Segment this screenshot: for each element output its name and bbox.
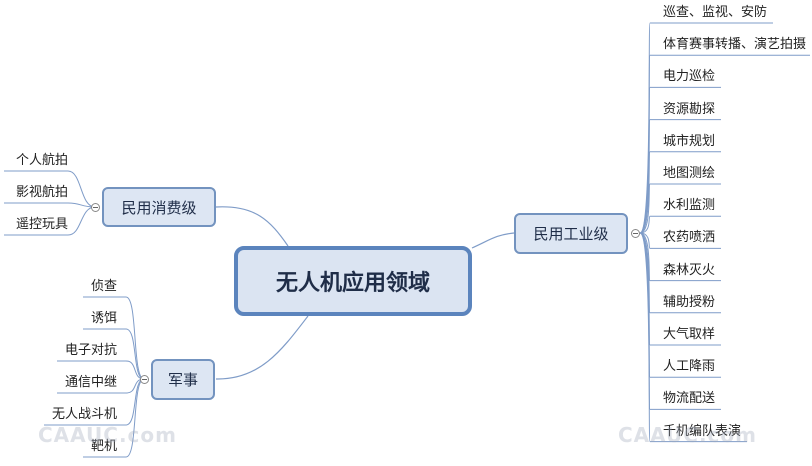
connector-industrial-5 [639,183,651,234]
leaf-item-industrial-8[interactable]: 森林灭火 [663,262,716,278]
leaf-item-consumer-2[interactable]: 遥控玩具 [15,217,68,232]
leaf-item-military-4[interactable]: 无人战斗机 [51,407,117,422]
leaf-item-industrial-3[interactable]: 资源勘探 [663,101,716,117]
leaf-item-industrial-7[interactable]: 农药喷洒 [663,230,716,246]
branch-label-military: 军事 [167,371,198,389]
connector-root-industrial [471,232,515,249]
leaf-item-industrial-6[interactable]: 水利监测 [663,198,716,214]
connector-industrial-4 [639,151,651,234]
leaf-item-industrial-11[interactable]: 人工降雨 [663,359,716,375]
branch-node-consumer[interactable]: 民用消费级 [102,187,216,227]
leaf-item-industrial-13[interactable]: 千机编队表演 [663,423,742,439]
leaf-item-industrial-9[interactable]: 辅助授粉 [663,294,716,310]
leaf-item-industrial-12[interactable]: 物流配送 [663,391,716,407]
leaf-item-military-3[interactable]: 通信中继 [64,375,117,390]
connector-root-consumer [215,206,289,247]
watermark-right: CAAUC.com [618,423,757,447]
leaf-item-industrial-2[interactable]: 电力巡检 [663,69,716,85]
leaf-item-industrial-10[interactable]: 大气取样 [663,327,716,342]
connector-industrial-13 [639,232,651,443]
leaf-item-military-1[interactable]: 诱饵 [90,311,117,326]
leaf-item-industrial-4[interactable]: 城市规划 [663,133,716,149]
connector-consumer-0 [67,170,96,208]
root-node[interactable]: 无人机应用领域 [234,246,472,316]
connector-industrial-6 [639,215,651,234]
collapse-toggle-consumer[interactable] [91,203,100,212]
leaf-item-industrial-0[interactable]: 巡查、监视、安防 [663,5,768,20]
collapse-toggle-industrial[interactable] [631,229,640,238]
leaf-item-industrial-1[interactable]: 体育赛事转播、演艺拍摄 [663,37,807,53]
leaf-item-consumer-1[interactable]: 影视航拍 [15,185,68,200]
leaf-item-military-2[interactable]: 电子对抗 [64,343,117,358]
connector-military-0 [125,296,145,380]
root-label: 无人机应用领域 [275,271,430,296]
leaf-item-military-5[interactable]: 靶机 [90,439,117,454]
connector-root-military [215,315,309,380]
branch-label-industrial: 民用工业级 [533,225,609,243]
watermark-left: CAAUC.com [38,423,177,447]
connector-consumer-2 [67,206,96,236]
branch-node-industrial[interactable]: 民用工业级 [514,213,628,254]
branch-label-consumer: 民用消费级 [121,198,197,217]
leaf-item-industrial-5[interactable]: 地图测绘 [663,166,716,181]
branch-node-military[interactable]: 军事 [151,359,215,400]
leaf-item-consumer-0[interactable]: 个人航拍 [15,153,68,168]
collapse-toggle-military[interactable] [140,375,149,384]
leaf-item-military-0[interactable]: 侦查 [90,279,117,294]
